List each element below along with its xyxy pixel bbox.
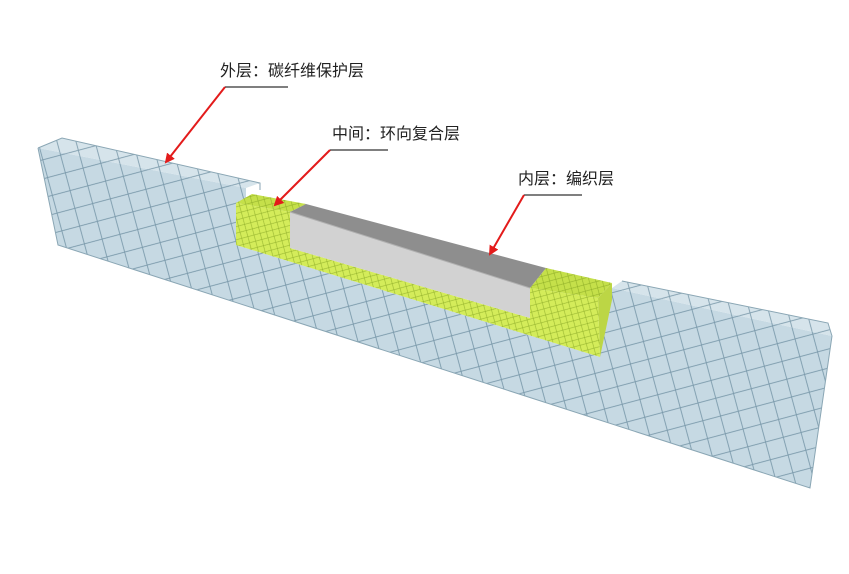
middle-layer <box>236 194 612 357</box>
label-outer-layer: 外层：碳纤维保护层 <box>220 61 364 80</box>
inner-layer <box>289 204 546 318</box>
callout-inner-layer: 内层：编织层 <box>489 169 614 256</box>
outer-layer <box>37 137 833 489</box>
inner-layer-front-face <box>290 212 530 318</box>
inner-layer-top-face <box>290 204 546 288</box>
label-middle-layer: 中间：环向复合层 <box>332 124 460 143</box>
callout-middle-layer: 中间：环向复合层 <box>273 124 460 207</box>
label-inner-layer: 内层：编织层 <box>518 169 614 188</box>
callout-outer-layer: 外层：碳纤维保护层 <box>164 61 364 164</box>
